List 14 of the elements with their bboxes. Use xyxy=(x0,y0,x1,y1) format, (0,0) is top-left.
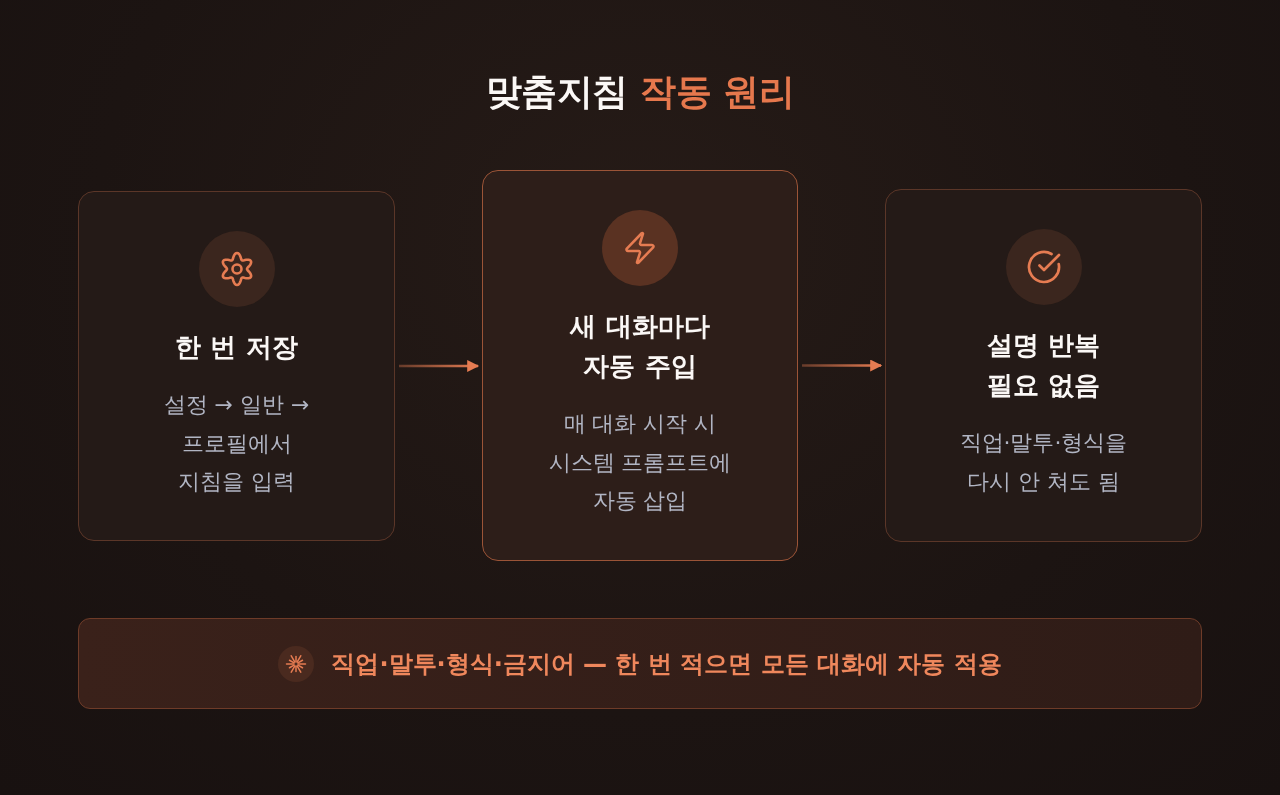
card-text: 직업·말투·형식을 다시 안 쳐도 됨 xyxy=(958,429,1129,496)
arrow xyxy=(802,359,883,372)
card-heading: 한 번 저장 xyxy=(175,331,298,364)
card-text: 매 대화 시작 시 시스템 프롬프트에 자동 삽입 xyxy=(547,410,733,515)
step-card xyxy=(885,189,1202,542)
title: 맞춤지침 작동 원리 xyxy=(485,70,795,114)
arrow xyxy=(399,360,480,372)
card-heading: 새 대화마다 자동 주입 xyxy=(569,310,711,383)
card-heading: 설명 반복 필요 없음 xyxy=(985,329,1102,402)
card-text: 설정 → 일반 → 프로필에서 지침을 입력 xyxy=(162,391,311,496)
note-banner xyxy=(78,618,1202,709)
banner-text: 직업·말투·형식·금지어 — 한 번 적으면 모든 대화에 자동 적용 xyxy=(331,648,1002,680)
step-card xyxy=(482,170,798,561)
step-card xyxy=(78,191,395,541)
